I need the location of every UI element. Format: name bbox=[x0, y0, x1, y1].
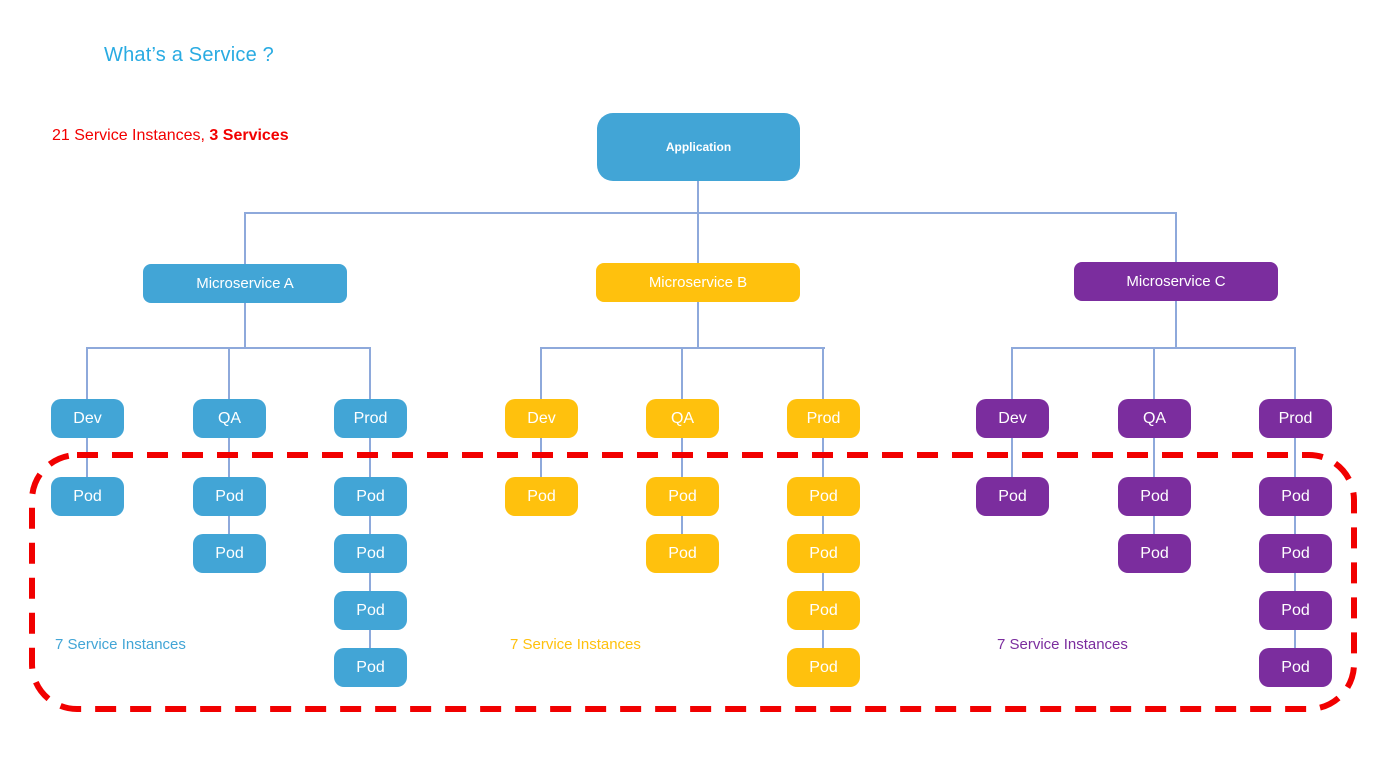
connector-line bbox=[697, 181, 699, 213]
application-node: Application bbox=[597, 113, 800, 181]
pod-node: Pod bbox=[787, 477, 860, 516]
pod-node: Pod bbox=[787, 534, 860, 573]
pod-node: Pod bbox=[505, 477, 578, 516]
connector-line bbox=[697, 212, 699, 264]
instances-count-label-c: 7 Service Instances bbox=[997, 636, 1128, 653]
env-node-qa: QA bbox=[1118, 399, 1191, 438]
pod-node: Pod bbox=[334, 648, 407, 687]
connector-line bbox=[822, 347, 824, 399]
pod-node: Pod bbox=[193, 534, 266, 573]
pod-node: Pod bbox=[646, 534, 719, 573]
microservice-c-node: Microservice C bbox=[1074, 262, 1278, 301]
connector-line bbox=[822, 573, 824, 591]
connector-line bbox=[1011, 438, 1013, 477]
pod-node: Pod bbox=[193, 477, 266, 516]
pod-node: Pod bbox=[787, 591, 860, 630]
connector-line bbox=[540, 347, 542, 399]
connector-line bbox=[822, 516, 824, 534]
connector-line bbox=[1294, 438, 1296, 477]
pod-node: Pod bbox=[1118, 477, 1191, 516]
env-node-prod: Prod bbox=[334, 399, 407, 438]
connector-line bbox=[244, 212, 1177, 214]
env-node-qa: QA bbox=[646, 399, 719, 438]
pod-node: Pod bbox=[1259, 477, 1332, 516]
connector-line bbox=[86, 347, 88, 399]
connector-line bbox=[1153, 516, 1155, 534]
connector-line bbox=[1175, 301, 1177, 348]
connector-line bbox=[369, 347, 371, 399]
pod-node: Pod bbox=[976, 477, 1049, 516]
pod-node: Pod bbox=[787, 648, 860, 687]
connector-line bbox=[1175, 212, 1177, 262]
connector-line bbox=[1294, 630, 1296, 648]
instances-count-label-b: 7 Service Instances bbox=[510, 636, 641, 653]
env-node-dev: Dev bbox=[976, 399, 1049, 438]
microservice-a-node: Microservice A bbox=[143, 264, 347, 303]
connector-line bbox=[1153, 438, 1155, 477]
page-title: What’s a Service ? bbox=[104, 44, 274, 66]
connector-line bbox=[822, 630, 824, 648]
connector-line bbox=[1153, 347, 1155, 399]
pod-node: Pod bbox=[334, 591, 407, 630]
connector-line bbox=[1294, 516, 1296, 534]
pod-scope-highlight-border bbox=[29, 452, 1357, 712]
pod-node: Pod bbox=[1259, 591, 1332, 630]
connector-line bbox=[1011, 347, 1013, 399]
pod-node: Pod bbox=[334, 534, 407, 573]
summary-prefix: 21 Service Instances, bbox=[52, 127, 210, 144]
env-node-prod: Prod bbox=[787, 399, 860, 438]
connector-line bbox=[244, 212, 246, 264]
pod-node: Pod bbox=[51, 477, 124, 516]
summary-bold: 3 Services bbox=[209, 127, 289, 144]
connector-line bbox=[244, 303, 246, 348]
connector-line bbox=[681, 347, 683, 399]
connector-line bbox=[228, 516, 230, 534]
connector-line bbox=[369, 630, 371, 648]
connector-line bbox=[369, 516, 371, 534]
env-node-dev: Dev bbox=[51, 399, 124, 438]
connector-line bbox=[1294, 573, 1296, 591]
env-node-qa: QA bbox=[193, 399, 266, 438]
connector-line bbox=[228, 347, 230, 399]
pod-node: Pod bbox=[1259, 534, 1332, 573]
pod-node: Pod bbox=[646, 477, 719, 516]
pod-node: Pod bbox=[334, 477, 407, 516]
connector-line bbox=[1294, 347, 1296, 399]
connector-line bbox=[681, 516, 683, 534]
pod-node: Pod bbox=[1259, 648, 1332, 687]
connector-line bbox=[369, 573, 371, 591]
connector-line bbox=[697, 302, 699, 348]
microservice-b-node: Microservice B bbox=[596, 263, 800, 302]
env-node-dev: Dev bbox=[505, 399, 578, 438]
env-node-prod: Prod bbox=[1259, 399, 1332, 438]
pod-node: Pod bbox=[1118, 534, 1191, 573]
summary-text: 21 Service Instances, 3 Services bbox=[52, 127, 289, 145]
instances-count-label-a: 7 Service Instances bbox=[55, 636, 186, 653]
